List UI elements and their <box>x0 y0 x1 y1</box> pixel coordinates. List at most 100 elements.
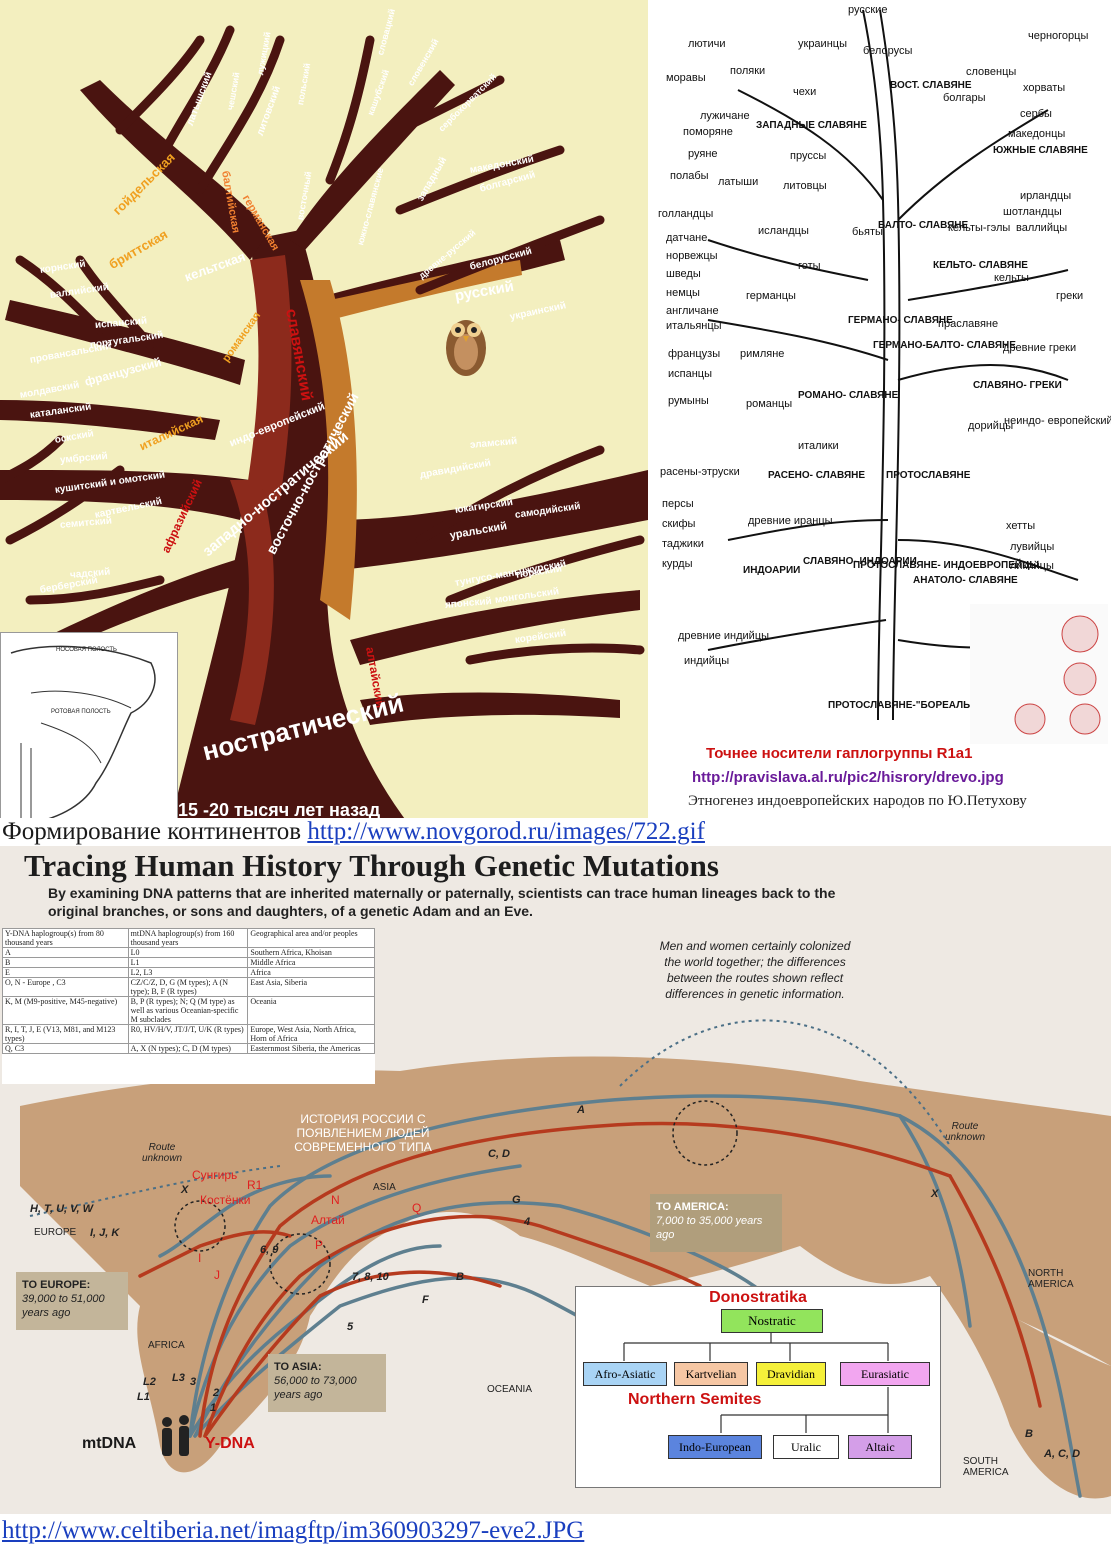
tree-branch-label: испанский <box>94 315 148 331</box>
ethnogenesis-label: ЮЖНЫЕ СЛАВЯНЕ <box>993 145 1088 156</box>
route-haplogroup-label: 5 <box>347 1321 354 1333</box>
node-afro-asiatic: Afro-Asiatic <box>583 1362 667 1386</box>
tree-branch-label: польский <box>295 62 313 106</box>
node-nostratic: Nostratic <box>721 1309 823 1333</box>
haplogroup-caption: Точнее носители гаплогруппы R1a1 <box>706 745 973 762</box>
label-north-america: NORTH AMERICA <box>1028 1268 1074 1290</box>
tree-branch-label: южно-славянские <box>355 166 386 247</box>
ethnogenesis-label: лютичи <box>688 38 726 50</box>
ethnogenesis-label: РАСЕНО- СЛАВЯНЕ <box>768 470 866 481</box>
ethnogenesis-label: РОМАНО- СЛАВЯНЕ <box>798 390 899 401</box>
ethnogenesis-tree-sketch <box>707 9 1079 721</box>
haplogroup-table-box: Y-DNA haplogroup(s) from 80 thousand yea… <box>2 928 375 1084</box>
ethnogenesis-label: курды <box>662 558 693 570</box>
tree-branch-label: восточный <box>295 170 314 221</box>
world-migration-map <box>20 1019 1111 1499</box>
continents-url[interactable]: http://www.novgorod.ru/images/722.gif <box>307 818 705 845</box>
ethnogenesis-label: СЛАВЯНО- ГРЕКИ <box>973 380 1062 391</box>
drevo-url[interactable]: http://pravislava.al.ru/pic2/hisrory/dre… <box>692 769 1004 786</box>
node-eurasiatic: Eurasiatic <box>840 1362 930 1386</box>
node-altaic: Altaic <box>848 1435 912 1459</box>
ethnogenesis-label: СЛАВЯНО- ИНДОАРИИ <box>803 556 917 567</box>
route-haplogroup-label: A <box>577 1104 585 1116</box>
route-russian-label: Q <box>412 1201 422 1215</box>
russia-history-note: ИСТОРИЯ РОССИИ С ПОЯВЛЕНИЕМ ЛЮДЕЙ СОВРЕМ… <box>294 1112 432 1154</box>
eve-url[interactable]: http://www.celtiberia.net/imagftp/im3609… <box>2 1517 585 1544</box>
tree-branch-label: болгарский <box>478 169 537 195</box>
route-haplogroup-label: 4 <box>524 1216 531 1228</box>
table-cell: East Asia, Siberia <box>247 977 375 997</box>
ethnogenesis-label: норвежцы <box>666 250 718 262</box>
node-uralic: Uralic <box>773 1435 839 1459</box>
tree-branch-label: латышский <box>184 70 215 128</box>
ethnogenesis-label: лужичане <box>700 110 750 122</box>
tree-branch-label: валлийский <box>49 281 110 301</box>
tree-branch-label: славянский <box>282 307 316 403</box>
tree-branch-label: корнский <box>39 258 87 276</box>
tree-branch-label: каталанский <box>29 401 93 421</box>
ethnogenesis-label: англичане <box>666 305 719 317</box>
map-subtitle: By examining DNA patterns that are inher… <box>48 885 836 919</box>
tree-branch-label: лужицкий <box>255 31 273 76</box>
route-haplogroup-label: L3 <box>172 1372 185 1384</box>
ydna-legend: Y-DNA <box>205 1435 255 1452</box>
route-haplogroup-label: F <box>422 1294 429 1306</box>
ethnogenesis-label: немцы <box>666 287 700 299</box>
tree-branch-label: западный <box>415 155 450 204</box>
ethnogenesis-label: итальянцы <box>666 320 722 332</box>
tree-branch-label: чешский <box>225 71 242 111</box>
ethnogenesis-label: голландцы <box>658 208 714 220</box>
route-russian-label: Костёнки <box>200 1193 251 1207</box>
route-haplogroup-label: L2 <box>143 1376 156 1388</box>
ethnogenesis-label: белорусы <box>863 45 913 57</box>
face-thumbnails <box>970 604 1108 744</box>
ethnogenesis-label: ИНДОАРИИ <box>743 565 801 576</box>
ethnogenesis-label: ВОСТ. СЛАВЯНЕ <box>890 80 972 91</box>
ethnogenesis-label: румыны <box>668 395 709 407</box>
ethnogenesis-label: скифы <box>662 518 696 530</box>
tree-branch-label: литовский <box>254 84 284 138</box>
tree-branch-label: уральский <box>448 520 508 542</box>
ethnogenesis-label: словенцы <box>966 66 1017 78</box>
tree-branch-label: белорусский <box>468 245 534 273</box>
node-indo-european: Indo-European <box>668 1435 762 1459</box>
ethnogenesis-label: германцы <box>746 290 796 302</box>
source-caption: Этногенез индоевропейских народов по Ю.П… <box>688 793 1027 809</box>
tree-branch-label: бриттская <box>106 226 171 272</box>
ethnogenesis-label: праславяне <box>938 318 999 330</box>
ethnogenesis-label: расены-этруски <box>660 466 740 478</box>
ethnogenesis-label: хетты <box>1006 520 1036 532</box>
tree-branch-label: афразийский <box>158 477 205 555</box>
label-south-america: SOUTH AMERICA <box>963 1456 1009 1478</box>
tree-branch-label: монгольский <box>494 586 560 606</box>
tree-branch-label: молдавский <box>19 379 81 401</box>
route-russian-label: P <box>315 1238 324 1252</box>
route-russian-label: I <box>198 1251 202 1265</box>
tree-branch-label: кельтская <box>182 248 248 285</box>
ethnogenesis-label: пруссы <box>790 150 827 162</box>
route-haplogroup-label: L1 <box>137 1391 150 1403</box>
tree-branch-label: сербохорватский <box>436 71 499 134</box>
table-cell: K, M (M9-positive, M45-negative) <box>2 996 129 1025</box>
tree-branch-label: гойдельская <box>109 149 178 218</box>
tree-branch-label: италийская <box>137 411 206 454</box>
tree-branch-label: оскский <box>54 428 95 446</box>
ethnogenesis-label: испанцы <box>668 368 712 380</box>
route-haplogroup-label: G <box>512 1194 521 1206</box>
ethnogenesis-label: русские <box>848 4 888 16</box>
route-haplogroup-label: X <box>931 1188 939 1200</box>
eve-caption: http://www.celtiberia.net/imagftp/im3609… <box>0 1514 1111 1547</box>
route-haplogroup-label: H, T, U, V, W <box>30 1203 93 1215</box>
ethnogenesis-label: КЕЛЬТО- СЛАВЯНЕ <box>933 260 1028 271</box>
tree-branch-label: умбрский <box>59 450 109 466</box>
ethnogenesis-label: БАЛТО- СЛАВЯНЕ <box>878 220 969 231</box>
ethnogenesis-label: болгары <box>943 92 986 104</box>
node-kartvelian: Kartvelian <box>674 1362 748 1386</box>
label-oceania: OCEANIA <box>487 1384 533 1395</box>
inset-label-nasal: НОСОВАЯ ПОЛОСТЬ <box>56 647 117 653</box>
to-america-title: TO AMERICA: <box>656 1201 729 1213</box>
table-row: R, I, T, J, E (V13, M81, and M123 types)… <box>2 1024 375 1044</box>
